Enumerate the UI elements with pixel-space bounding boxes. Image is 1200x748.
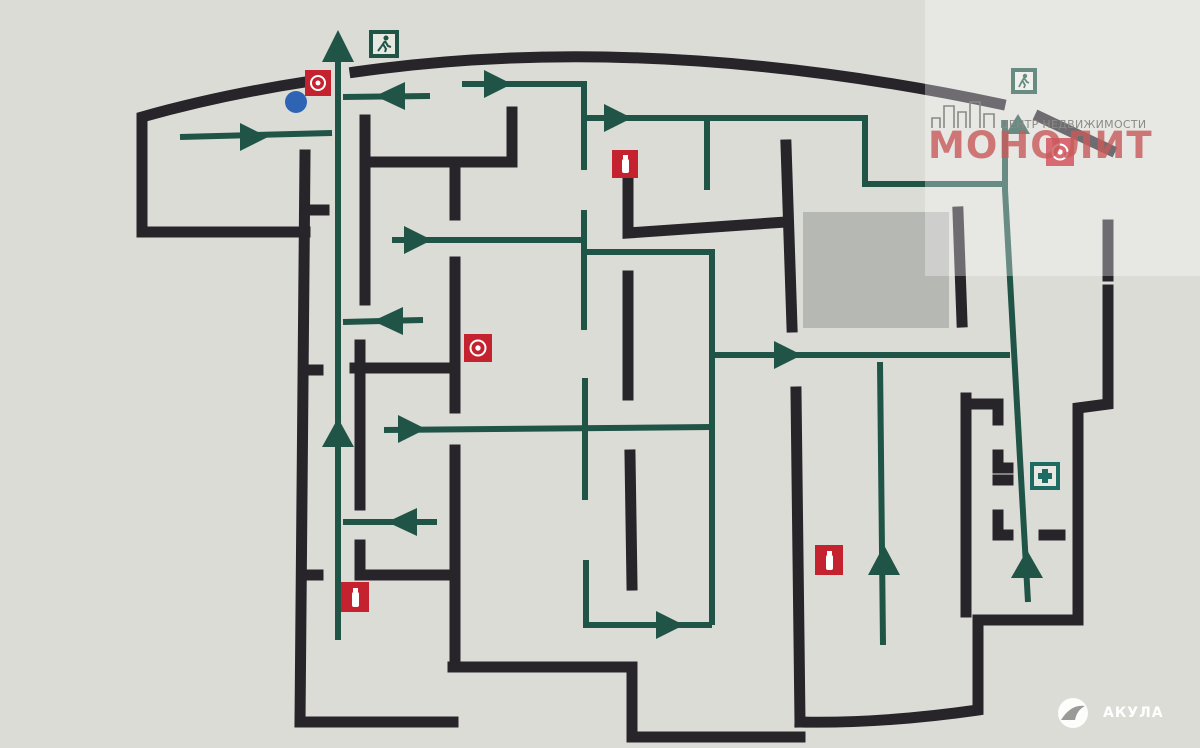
arrow-up-spine [322,418,354,447]
outer-wall-upper-left [136,75,312,238]
route-bottom [583,560,712,628]
arrow-up-far-right [1011,550,1043,578]
arrow-right-center [774,341,802,369]
wall-service-2 [992,449,1014,474]
outer-wall-top-arc [348,51,1007,111]
wall-center-short-1 [622,174,792,239]
outer-wall-top-right [1032,109,1118,158]
skyline-logo-icon [931,101,995,128]
wall-center-bar-3 [790,386,806,728]
wall-corridor-c [354,539,456,581]
outer-wall-bottom-center [447,661,806,743]
watermark-name: МОНОЛИТ [928,124,1153,167]
arrow-right-bottom [656,611,684,639]
wall-right-bar [952,206,968,328]
wall-room-top [364,106,518,168]
route-far-right [1002,120,1031,603]
fire-extinguisher-icon [815,545,843,575]
route-branch-3 [383,424,713,433]
building-walls [136,51,1118,743]
arrow-left-top-inlet [375,82,405,110]
fire-alarm-icon [1046,138,1074,166]
wall-service-4 [992,509,1014,541]
wall-center-bar-2 [624,449,638,591]
route-right-north [877,361,886,646]
evacuation-routes [179,60,1031,646]
fire-alarm-icon [464,334,492,362]
arrow-right-top-corridor [484,70,512,98]
first-aid-cross-icon [1030,462,1060,490]
arrow-left-branch-4 [387,508,417,536]
wall-service-1 [960,398,1004,426]
fire-extinguisher-icon [341,582,369,612]
shaded-zone [803,212,949,328]
arrow-right-top-left [240,123,268,151]
arrow-up-exit [322,30,354,62]
outer-wall-left [294,149,459,728]
route-arrows [240,30,1043,639]
fire-extinguisher-icon [612,150,638,178]
watermark-subtitle: ЦЕНТР НЕДВИЖИМОСТИ [1000,118,1147,131]
arrow-up-right-north [868,545,900,575]
wall-center-long-1 [780,139,798,333]
you-are-here-marker [285,91,307,113]
route-loop [584,249,715,625]
shark-logo-icon [1058,698,1088,728]
fire-alarm-icon [305,70,331,96]
arrow-right-branch-3 [398,415,426,443]
arrow-right-top [604,104,632,132]
arrow-right-branch-1 [404,226,432,254]
outer-wall-bottom-right [794,284,1114,728]
running-man-exit-icon [369,30,399,58]
watermark-panel [925,0,1200,276]
arrow-left-branch-2 [373,307,403,335]
arrow-up-exit-right [1006,114,1030,134]
badge-label: АКУЛА [1103,705,1164,721]
running-man-exit-icon [1011,68,1037,94]
